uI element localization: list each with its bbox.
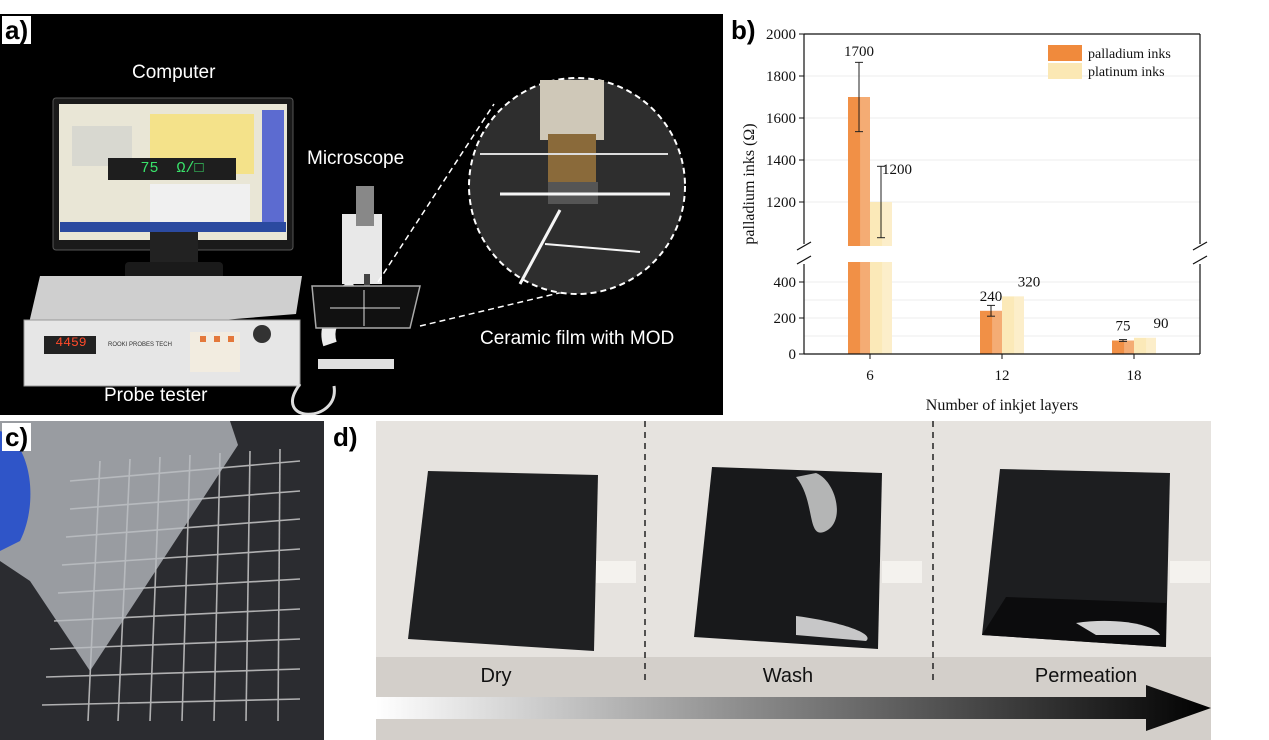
probe-tester-label: Probe tester: [104, 385, 208, 406]
x-tick-label: 12: [995, 368, 1010, 384]
data-label: 1200: [882, 162, 912, 178]
panel-c-label: c): [2, 423, 32, 451]
bar-highlight: [1124, 340, 1134, 354]
bar-highlight: [1014, 296, 1024, 354]
x-axis-label: Number of inkjet layers: [926, 397, 1078, 414]
data-label: 320: [1018, 274, 1041, 290]
measurement-setup-photo: [23, 77, 686, 415]
axis-break-mark: [796, 241, 812, 251]
step-permeation: Permeation: [1034, 665, 1138, 687]
bar-highlight: [882, 202, 892, 354]
y-tick-label: 1400: [766, 153, 796, 169]
step-dry: Dry: [480, 665, 512, 687]
x-tick-label: 6: [866, 368, 874, 384]
panel-c-photo: [0, 421, 324, 740]
resistance-bar-chart: 1700 240 75 1200 320 90 0 200 400 1200 1400 1600 180…: [741, 27, 1208, 414]
bar-palladium-inks-6: [848, 97, 870, 354]
data-label: 1700: [844, 44, 874, 60]
bar-highlight: [860, 97, 870, 354]
computer-label: Computer: [132, 62, 216, 83]
y-tick-label: 1200: [766, 195, 796, 211]
x-tick-label: 18: [1127, 368, 1142, 384]
panel-b-label: b): [728, 16, 759, 44]
sample-dry: [408, 471, 598, 651]
bar-platinum-inks-18: [1134, 337, 1156, 354]
ceramic-film-label: Ceramic film with MOD: [480, 328, 675, 349]
panel-d-label: d): [333, 422, 358, 452]
legend-swatch: [1048, 45, 1082, 61]
bar-palladium-inks-18: [1112, 340, 1134, 354]
data-label: 240: [980, 289, 1003, 305]
bar-highlight: [992, 310, 1002, 354]
legend-entry: palladium inks: [1088, 47, 1171, 62]
y-tick-label: 1600: [766, 111, 796, 127]
axis-break-mark: [1192, 241, 1208, 251]
data-label: 75: [1116, 319, 1131, 335]
axis-break-mark: [796, 255, 812, 265]
axis-break-mark: [1192, 255, 1208, 265]
axis-break-gap: [805, 246, 1199, 262]
data-label: 90: [1154, 316, 1169, 332]
screen-resistance-readout: 75 Ω/□: [108, 158, 236, 180]
legend-entry: platinum inks: [1088, 65, 1165, 80]
sample-wash: [694, 467, 882, 649]
panel-a-label: a): [2, 16, 32, 44]
panel-d-photos: Dry Wash Permeation: [376, 421, 1211, 740]
process-arrow: [376, 685, 1211, 731]
panel-b-chart: 1700 240 75 1200 320 90 0 200 400 1200 1400 1600 180…: [730, 14, 1269, 415]
y-axis-label: palladium inks (Ω): [741, 123, 758, 244]
y-tick-label: 200: [774, 311, 797, 327]
legend-swatch: [1048, 63, 1082, 79]
tester-brand: ROOKI PROBES TECH: [108, 342, 172, 348]
bar-platinum-inks-6: [870, 202, 892, 354]
bar-highlight: [1146, 337, 1156, 354]
ink-permeation-photos: [376, 421, 1211, 740]
step-wash: Wash: [762, 665, 814, 687]
bar-palladium-inks-12: [980, 310, 1002, 354]
y-tick-label: 2000: [766, 27, 796, 43]
panel-a-photo: Computer Microscope Probe tester Ceramic…: [0, 14, 723, 415]
tester-led-readout: 4459: [55, 335, 87, 350]
y-tick-label: 1800: [766, 69, 796, 85]
microscope-label: Microscope: [307, 148, 405, 169]
peeled-film-photo: [0, 421, 324, 740]
bar-platinum-inks-12: [1002, 296, 1024, 354]
peeled-film: [0, 421, 238, 671]
y-tick-label: 0: [789, 347, 797, 363]
glove: [0, 431, 31, 551]
y-tick-label: 400: [774, 275, 797, 291]
